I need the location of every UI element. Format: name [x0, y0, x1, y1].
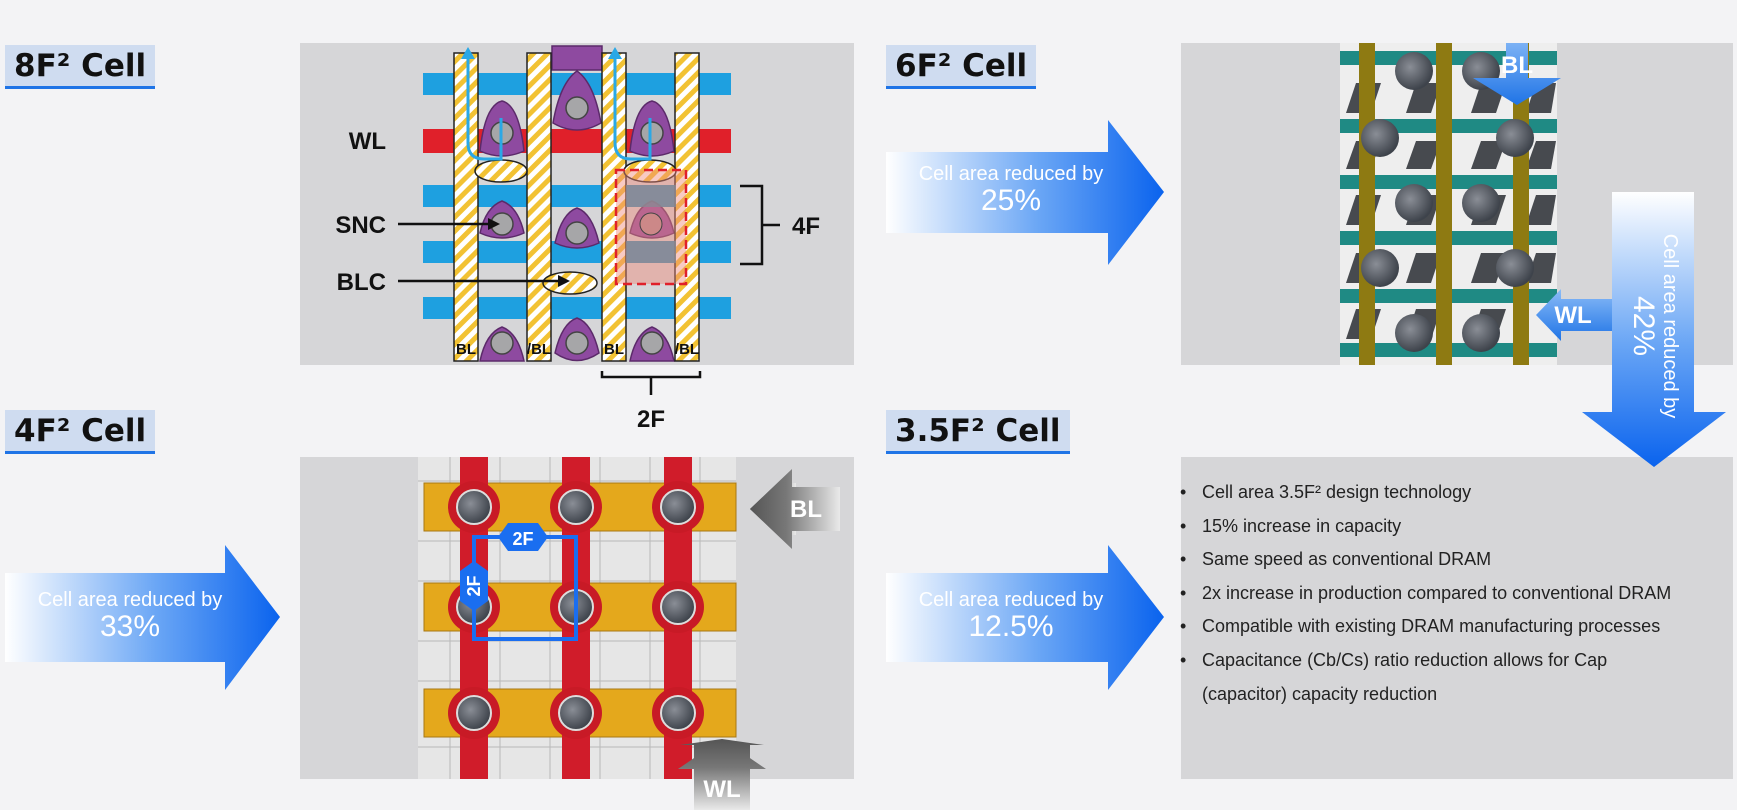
arrow-reduced-25: Cell area reduced by 25%: [886, 120, 1164, 265]
arrow-42-line1: Cell area reduced by: [1659, 233, 1681, 419]
feature-item: 15% increase in capacity: [1180, 510, 1722, 544]
title-6f2-cell: 6F² Cell: [886, 45, 1037, 89]
title-8f2-cell: 8F² Cell: [5, 45, 156, 89]
feature-item: Same speed as conventional DRAM: [1180, 543, 1722, 577]
arrow-42-line2: 42%: [1627, 295, 1660, 357]
label-bl-2: BL: [604, 341, 624, 358]
label-bl-4f2: BL: [790, 496, 822, 523]
label-wl-4f2: WL: [703, 776, 740, 803]
feature-item: Compatible with existing DRAM manufactur…: [1180, 610, 1722, 644]
arrow-12-5-line2: 12.5%: [968, 610, 1054, 643]
arrow-25-line2: 25%: [980, 184, 1042, 217]
label-4f: 4F: [792, 213, 820, 240]
label-nbl-1: /BL: [527, 341, 551, 358]
title-4f2-cell: 4F² Cell: [5, 410, 156, 454]
arrow-33-line2: 33%: [99, 610, 161, 643]
arrow-33-line1: Cell area reduced by: [37, 589, 223, 611]
title-3-5f2-cell: 3.5F² Cell: [886, 410, 1070, 454]
label-blc: BLC: [337, 269, 386, 296]
feature-list: Cell area 3.5F² design technology 15% in…: [1180, 476, 1722, 677]
feature-item-continuation: (capacitor) capacity reduction: [1202, 684, 1438, 704]
label-bl-6f2: BL: [1501, 52, 1533, 79]
diagram-6f2-cell: BL WL: [1340, 43, 1613, 365]
feature-item: Cell area 3.5F² design technology: [1180, 476, 1722, 510]
label-wl-8f2: WL: [349, 128, 386, 155]
arrow-reduced-42: Cell area reduced by 42%: [1582, 192, 1726, 467]
feature-item: Capacitance (Cb/Cs) ratio reduction allo…: [1180, 644, 1722, 678]
diagram-4f2-cell: 2F 2F BL WL: [418, 457, 840, 810]
label-2f-vertical: 2F: [464, 575, 484, 596]
label-nbl-2: /BL: [675, 341, 699, 358]
arrow-reduced-12-5: Cell area reduced by 12.5%: [886, 545, 1164, 690]
feature-item: 2x increase in production compared to co…: [1180, 577, 1722, 611]
arrow-reduced-33: Cell area reduced by 33%: [5, 545, 280, 690]
label-2f-8f2: 2F: [637, 406, 665, 433]
label-2f-horizontal: 2F: [512, 529, 533, 549]
arrow-12-5-line1: Cell area reduced by: [918, 589, 1104, 611]
label-bl-1: BL: [456, 341, 476, 358]
arrow-25-line1: Cell area reduced by: [918, 163, 1104, 185]
diagram-8f2-cell: WL SNC BLC 4F 2F BL /BL BL /BL: [335, 45, 820, 433]
label-wl-6f2: WL: [1554, 302, 1591, 329]
label-snc: SNC: [335, 212, 386, 239]
